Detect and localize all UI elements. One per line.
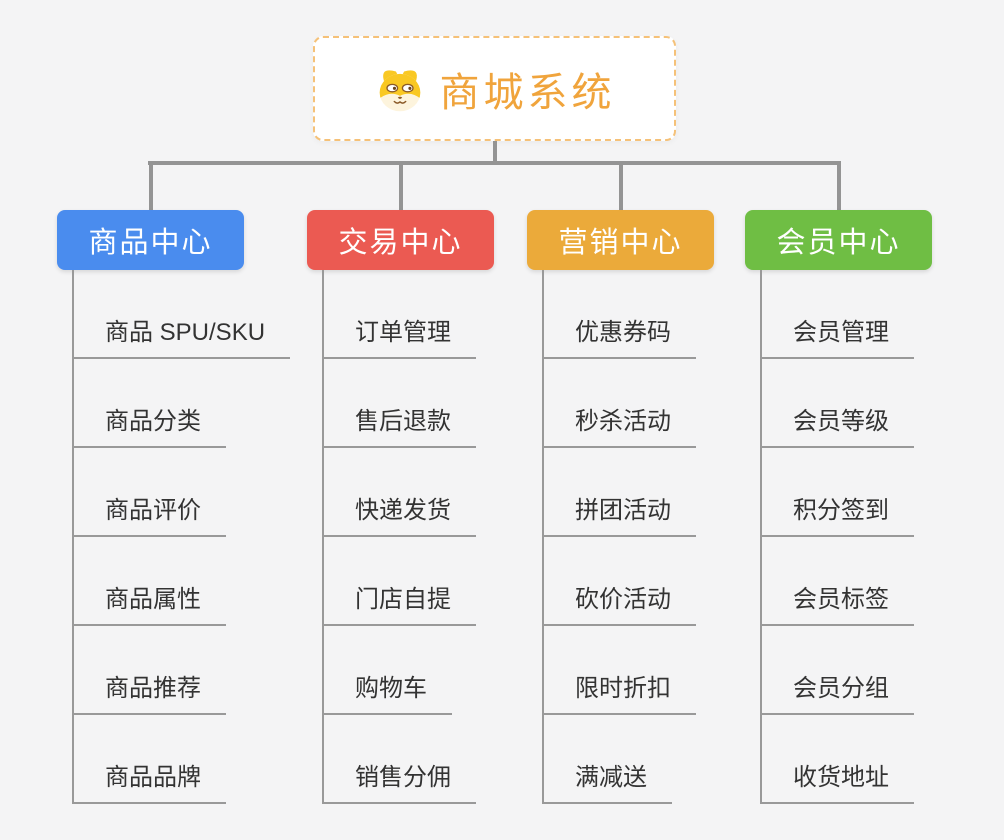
branch-node-marketing-center[interactable]: 营销中心 xyxy=(527,210,714,270)
leaf-node[interactable]: 商品评价 xyxy=(72,496,226,537)
leaf-node[interactable]: 会员分组 xyxy=(760,674,914,715)
connector-drop-trade-center xyxy=(398,161,403,210)
root-node[interactable]: 商城系统 xyxy=(313,36,676,141)
leaf-node[interactable]: 商品分类 xyxy=(72,407,226,448)
leaf-node[interactable]: 积分签到 xyxy=(760,496,914,537)
leaf-node[interactable]: 会员等级 xyxy=(760,407,914,448)
branch-node-product-center[interactable]: 商品中心 xyxy=(57,210,244,270)
leaf-node[interactable]: 门店自提 xyxy=(322,585,476,626)
leaf-node[interactable]: 会员标签 xyxy=(760,585,914,626)
leaf-node[interactable]: 快递发货 xyxy=(322,496,476,537)
connector-drop-member-center xyxy=(836,161,841,210)
branch-node-member-center[interactable]: 会员中心 xyxy=(745,210,932,270)
leaf-node[interactable]: 限时折扣 xyxy=(542,674,696,715)
leaf-node[interactable]: 销售分佣 xyxy=(322,763,476,804)
root-title: 商城系统 xyxy=(439,70,616,115)
connector-vline-product-center xyxy=(72,270,74,804)
leaf-node[interactable]: 秒杀活动 xyxy=(542,407,696,448)
branch-node-trade-center[interactable]: 交易中心 xyxy=(307,210,494,270)
leaf-node[interactable]: 订单管理 xyxy=(322,318,476,359)
leaf-node[interactable]: 商品 SPU/SKU xyxy=(72,318,291,359)
leaf-node[interactable]: 购物车 xyxy=(322,674,452,715)
leaf-node[interactable]: 会员管理 xyxy=(760,318,914,359)
leaf-node[interactable]: 优惠券码 xyxy=(542,318,696,359)
leaf-node[interactable]: 收货地址 xyxy=(760,763,914,804)
connector-vline-marketing-center xyxy=(542,270,544,804)
leaf-node[interactable]: 拼团活动 xyxy=(542,496,696,537)
connector-drop-marketing-center xyxy=(618,161,623,210)
leaf-node[interactable]: 满减送 xyxy=(542,763,672,804)
connector-root-stem xyxy=(493,141,497,163)
connector-vline-trade-center xyxy=(322,270,324,804)
leaf-node[interactable]: 商品推荐 xyxy=(72,674,226,715)
connector-drop-product-center xyxy=(148,161,153,210)
leaf-node[interactable]: 售后退款 xyxy=(322,407,476,448)
leaf-node[interactable]: 商品品牌 xyxy=(72,763,226,804)
dog-face-icon xyxy=(374,64,426,113)
leaf-node[interactable]: 砍价活动 xyxy=(542,585,696,626)
leaf-node[interactable]: 商品属性 xyxy=(72,585,226,626)
connector-horizontal-bus xyxy=(148,161,840,165)
connector-vline-member-center xyxy=(760,270,762,804)
